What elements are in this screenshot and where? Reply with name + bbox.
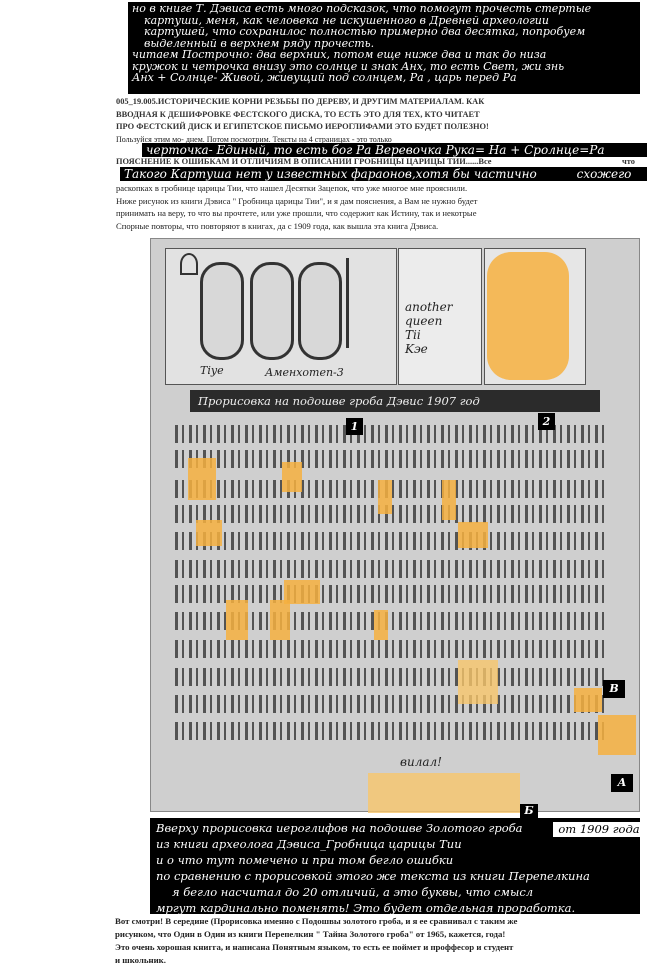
glyph-row: [175, 585, 605, 603]
handwritten-exclamation: вилал!: [400, 755, 442, 769]
cartouche-amenhotep-2: [298, 262, 342, 360]
glyph-row: [175, 505, 605, 523]
highlighted-cartouche: [487, 252, 569, 380]
article-heading: 005_19.005.ИСТОРИЧЕСКИЕ КОРНИ РЕЗЬБЫ ПО …: [116, 96, 644, 134]
top-note-line: читаем Построчно: два верхних, потом еще…: [132, 48, 547, 61]
overlay-annotation-2: Такого Картуша нет у известных фараонов,…: [120, 167, 568, 181]
bottom-note-line: Вверху прорисовка иероглифов на подошве …: [156, 821, 523, 835]
highlighted-glyph: [282, 462, 302, 492]
handwritten-line: another: [405, 300, 453, 314]
highlighted-glyph: [598, 715, 636, 755]
highlighted-glyph: [574, 688, 602, 712]
glyph-row: [175, 560, 605, 578]
cartouche-tiye: [200, 262, 244, 360]
highlighted-glyph: [270, 600, 290, 640]
glyph-row: [175, 532, 605, 550]
handwritten-panel: [398, 248, 482, 385]
drawing-caption: Прорисовка на подошве гроба Дэвис 1907 г…: [190, 390, 600, 412]
glyph-row: [175, 668, 605, 686]
footer-text: Вот смотри! В середине (Прорисовка именн…: [115, 915, 645, 967]
overlay-annotation-1: черточка- Единый, то есть бог Ра Веревоч…: [142, 143, 647, 157]
footer-line: рисунком, что Один в Один из книги Переп…: [115, 929, 506, 939]
bottom-note-line: мргут кардинально поменять! Это будет от…: [156, 901, 576, 914]
article-body-line: принимать на веру, то что вы прочтете, и…: [116, 208, 477, 218]
top-note-box: но в книге Т. Дэвиса есть много подсказо…: [128, 2, 640, 94]
handwritten-note: another queen Tii Kэe: [405, 300, 453, 356]
handwritten-line: Tii: [405, 328, 421, 342]
highlighted-glyph: [196, 520, 222, 546]
top-note-line: выделенный в верхнем ряду прочесть.: [144, 36, 375, 50]
top-note-line: кружок и четрочка внизу это солнце и зна…: [132, 59, 565, 73]
marker-2: 2: [538, 413, 555, 430]
highlighted-glyph: [442, 480, 456, 520]
top-note-line: но в книге Т. Дэвиса есть много подсказо…: [132, 2, 592, 15]
label-tiye: Tiye: [200, 364, 224, 377]
top-note-line: картуши, меня, как человека не искушенно…: [144, 13, 549, 27]
article-body-line: Спорные повторы, что повторяют в книгах,…: [116, 220, 439, 231]
bottom-note-line: и о что тут помечено и при том бегло оши…: [156, 853, 454, 867]
highlighted-glyph: [284, 580, 320, 604]
overlay-annotation-2-tail: схожего: [560, 167, 647, 181]
cartouche-amenhotep-1: [250, 262, 294, 360]
highlighted-glyph: [378, 480, 392, 514]
glyph-row: [175, 640, 605, 658]
article-heading-line: ВВОДНАЯ К ДЕШИФРОВКЕ ФЕСТСКОГО ДИСКА, ТО…: [116, 109, 480, 119]
article-heading-line: 005_19.005.ИСТОРИЧЕСКИЕ КОРНИ РЕЗЬБЫ ПО …: [116, 97, 485, 106]
highlighted-glyph: [374, 610, 388, 640]
glyph-row: [175, 450, 605, 468]
label-amenhotep: Аменхотеп-3: [265, 366, 344, 379]
article-body-line: раскопках в гробнице царицы Тии, что наш…: [116, 183, 468, 193]
top-note-line: картушей, что сохранилос полностью приме…: [144, 25, 586, 38]
article-subline: Пользуйся этим мо- днем. Потом посмотрим…: [116, 135, 392, 144]
footer-line: Это очень хорошая книгга, и написана Пон…: [115, 942, 514, 952]
highlighted-glyph: [226, 600, 248, 640]
handwritten-line: Kэe: [405, 342, 428, 356]
article-body: раскопках в гробнице царицы Тии, что наш…: [116, 182, 644, 232]
article-body-line: Ниже рисунок из книги Дэвиса " Гробница …: [116, 195, 478, 206]
article-heading-line: ПРО ФЕСТСКИЙ ДИСК И ЕГИПЕТСКОЕ ПИСЬМО ИЕ…: [116, 122, 489, 131]
highlighted-glyph: [458, 522, 488, 548]
footer-line: Вот смотри! В середине (Прорисовка именн…: [115, 916, 518, 926]
cobra-icon: [180, 253, 198, 275]
glyph-row: [175, 425, 605, 443]
bottom-note-line: по сравнению с прорисовкой этого же текс…: [156, 869, 590, 883]
glyph-row: [175, 722, 605, 740]
marker-b: Б: [520, 804, 538, 818]
article-title-line: ПОЯСНЕНИЕ К ОШИБКАМ И ОТЛИЧИЯМ В ОПИСАНИ…: [116, 157, 492, 166]
bottom-note-line: из книги археолога Дэвиса_Гробница цариц…: [156, 837, 462, 851]
highlighted-blank-area: [368, 773, 520, 813]
marker-a: А: [611, 774, 633, 792]
glyph-row: [175, 695, 605, 713]
highlighted-glyph: [458, 660, 498, 704]
top-note-line: Анх + Солнце- Живой, живущий под солнцем…: [132, 71, 517, 84]
glyph-column: [346, 258, 389, 348]
year-tag: от 1909 года: [553, 822, 645, 837]
article-title-tail: что: [622, 157, 635, 166]
marker-1: 1: [346, 418, 363, 435]
handwritten-line: queen: [405, 314, 443, 328]
footer-line: и школьник.: [115, 955, 166, 965]
bottom-note-line: я бегло насчитал до 20 отличий, а это бу…: [172, 885, 534, 899]
highlighted-glyph: [188, 458, 216, 500]
marker-v: В: [603, 680, 625, 698]
